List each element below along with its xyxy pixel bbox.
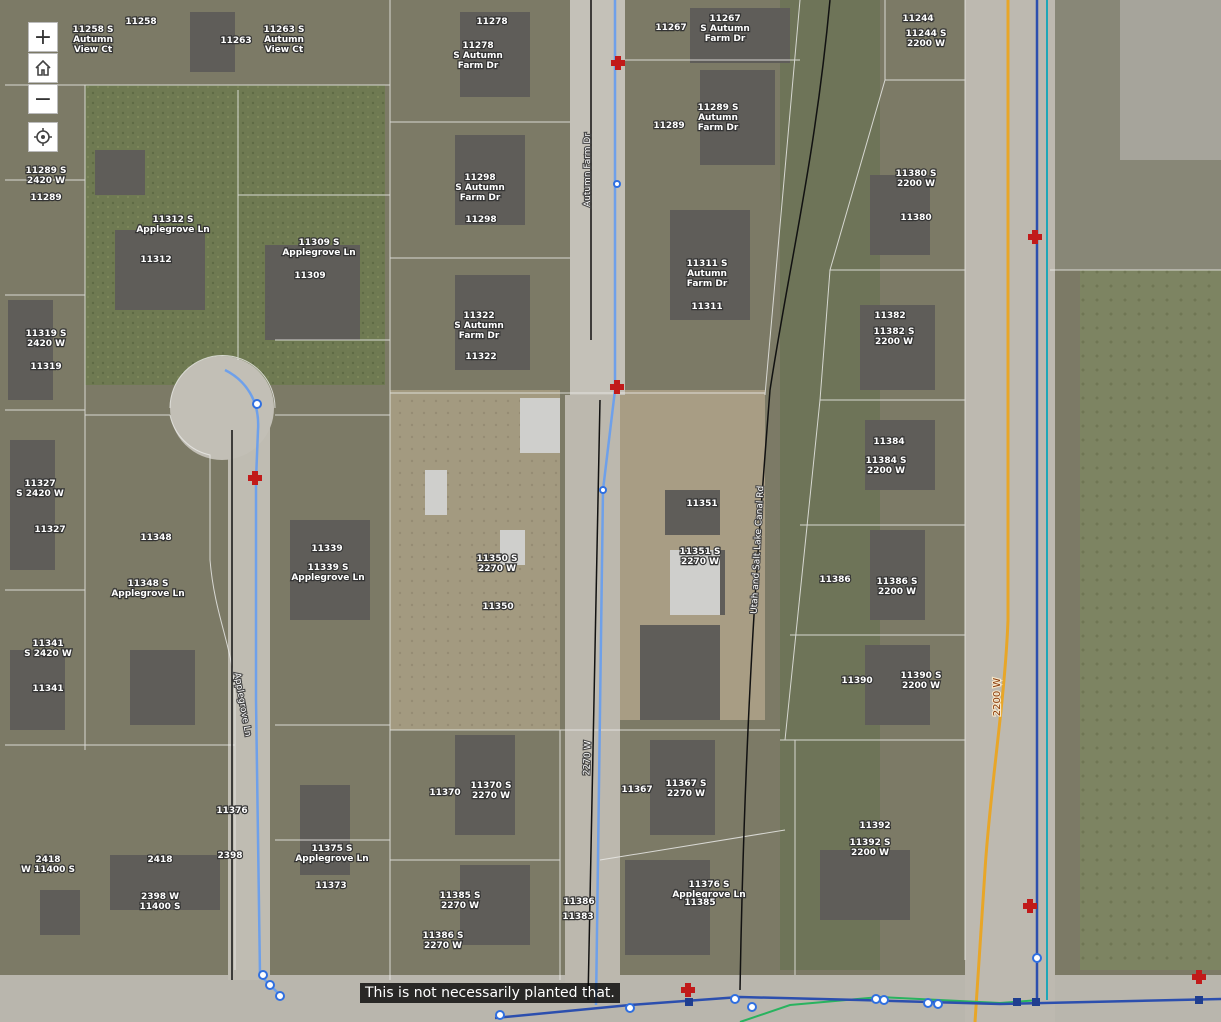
street-label: 2270 W bbox=[582, 740, 593, 775]
hydrant-markers[interactable] bbox=[248, 56, 1206, 997]
parcel-lines bbox=[5, 0, 1221, 980]
parcel-label: 11322 bbox=[465, 352, 496, 362]
street-centerlines bbox=[231, 0, 831, 1001]
parcel-label: 11309 bbox=[294, 271, 325, 281]
road-2270-w bbox=[565, 395, 620, 985]
parcel-label: 11382 bbox=[874, 311, 905, 321]
parcel-label: 11289 bbox=[30, 193, 61, 203]
parcel-label: 11350 bbox=[482, 602, 513, 612]
minus-icon: − bbox=[33, 86, 53, 112]
parcel-label: 11312 bbox=[140, 255, 171, 265]
zoom-in-button[interactable]: + bbox=[28, 22, 58, 52]
street-label: 2200 W bbox=[992, 678, 1003, 717]
parcel-label: 11385 bbox=[684, 898, 715, 908]
parcel-label: 11327 bbox=[34, 525, 65, 535]
parcel-label: 11370 bbox=[429, 788, 460, 798]
parcel-label: 11386 bbox=[563, 897, 594, 907]
parcel-label: 11298 bbox=[465, 215, 496, 225]
parcel-label: 11244 bbox=[902, 14, 933, 24]
light-structures bbox=[425, 398, 720, 615]
parcel-label: 2418 bbox=[147, 855, 172, 865]
home-icon bbox=[35, 59, 51, 76]
field bbox=[1080, 270, 1221, 970]
parcel-label: 11380 bbox=[900, 213, 931, 223]
meter-squares[interactable] bbox=[685, 996, 1203, 1006]
parcel-label: 11367 bbox=[621, 785, 652, 795]
valve-nodes[interactable] bbox=[252, 180, 1042, 1020]
parcel-label: 11263 bbox=[220, 36, 251, 46]
parcel-label: 2398 bbox=[217, 851, 242, 861]
parcel-label: 11289 bbox=[653, 121, 684, 131]
parcel-label: 11386 bbox=[819, 575, 850, 585]
canal-corridor bbox=[780, 0, 880, 970]
parcel-label: 11339 bbox=[311, 544, 342, 554]
caption-subtitle: This is not necessarily planted that. bbox=[360, 983, 620, 1003]
parcel-label: 11348 bbox=[140, 533, 171, 543]
parcel-label: 11383 bbox=[562, 912, 593, 922]
parcel-label: 11319 bbox=[30, 362, 61, 372]
parcel-label: 11373 bbox=[315, 881, 346, 891]
parcel-label: 11351 bbox=[686, 499, 717, 509]
zoom-out-button[interactable]: − bbox=[28, 84, 58, 114]
collector-road-line bbox=[973, 0, 1010, 1022]
plus-icon: + bbox=[33, 24, 53, 50]
locate-button[interactable] bbox=[28, 122, 58, 152]
parcel-label: 11384 bbox=[873, 437, 904, 447]
home-button[interactable] bbox=[28, 53, 58, 83]
parcel-label: 11278 bbox=[476, 17, 507, 27]
parcel-label: 11390 bbox=[841, 676, 872, 686]
road-applegrove-ln bbox=[228, 420, 270, 980]
parcel-label: 11341 bbox=[32, 684, 63, 694]
building-footprints bbox=[8, 8, 935, 955]
parcel-label: 11392 bbox=[859, 821, 890, 831]
street-label: Autumn Farm Dr bbox=[583, 133, 593, 207]
locate-icon bbox=[34, 128, 52, 146]
parcel-label: 11376 bbox=[216, 806, 247, 816]
parcel-label: 11311 bbox=[691, 302, 722, 312]
parcel-label: 11267 bbox=[655, 23, 686, 33]
road-2200-w bbox=[965, 0, 1055, 1022]
parcel-label: 11258 bbox=[125, 17, 156, 27]
cul-de-sac bbox=[170, 356, 274, 460]
parking-lot bbox=[1120, 0, 1221, 160]
